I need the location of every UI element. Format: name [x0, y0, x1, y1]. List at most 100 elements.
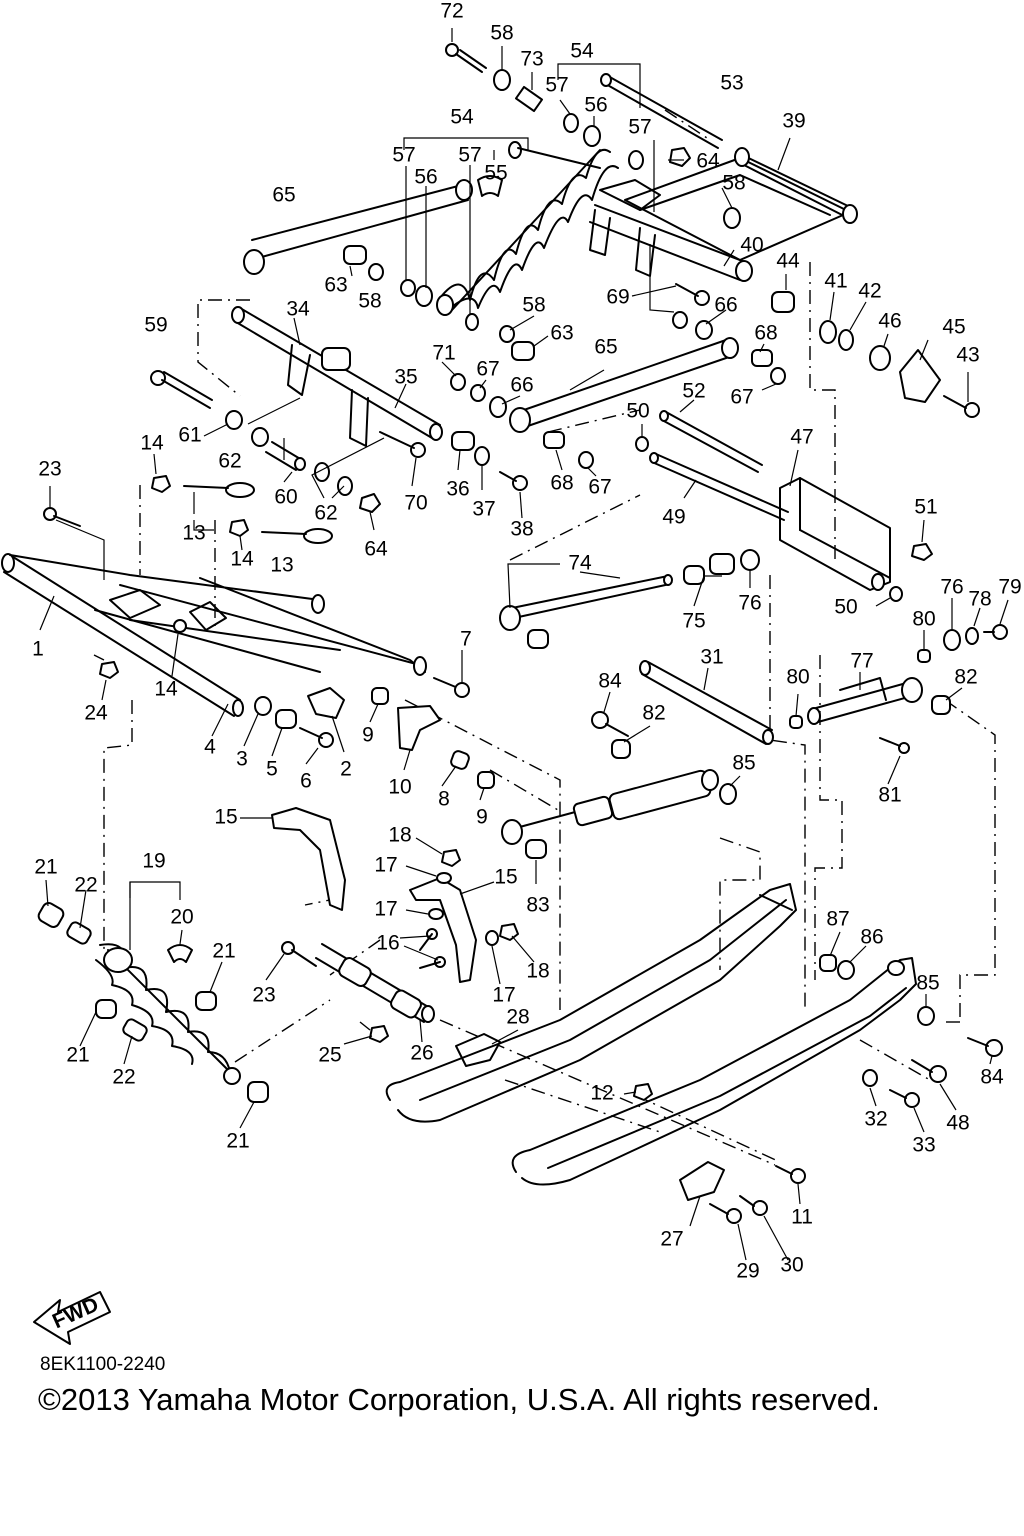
nut-12 [633, 1083, 653, 1101]
bolt-6 [299, 727, 334, 748]
spring-13-a [183, 482, 255, 498]
bolt-29 [709, 1203, 742, 1224]
washer-62-a [251, 427, 269, 447]
callout-label: 82 [954, 666, 977, 689]
callout-label: 84 [980, 1066, 1004, 1089]
bushing-21-b [95, 999, 117, 1019]
clip-27 [679, 1161, 725, 1201]
callout-label: 16 [376, 932, 399, 955]
callout-label: 34 [286, 298, 310, 321]
callout-label: 50 [834, 596, 857, 619]
nut-24 [99, 661, 119, 679]
link-65-upper [243, 179, 473, 275]
callout-label: 57 [545, 74, 568, 97]
link-65-lower [509, 337, 739, 433]
callout-label: 58 [490, 22, 513, 45]
callout-label: 14 [154, 678, 178, 701]
callout-label: 45 [942, 316, 965, 339]
callout-label: 67 [476, 358, 499, 381]
callout-label: 62 [218, 450, 241, 473]
washer-42 [838, 329, 854, 351]
callout-label: 64 [696, 150, 720, 173]
callout-label: 58 [722, 172, 745, 195]
callout-label: 87 [826, 908, 849, 931]
callout-label: 47 [790, 426, 813, 449]
washer-17-b [428, 908, 444, 920]
callout-label: 21 [34, 856, 57, 879]
diagram-code: 8EK1100-2240 [40, 1354, 166, 1375]
bolt-69 [675, 283, 710, 306]
washer-67-c [470, 384, 486, 402]
callout-label: 36 [446, 478, 469, 501]
callout-label: 58 [522, 294, 545, 317]
leader-lines [39, 28, 1009, 1261]
callout-label: 49 [662, 506, 685, 529]
callout-label: 73 [520, 48, 543, 71]
bolt-38 [499, 471, 528, 491]
callout-label: 84 [598, 670, 622, 693]
callout-label: 54 [450, 106, 474, 129]
callout-label: 81 [878, 784, 901, 807]
callout-label: 7 [460, 628, 472, 651]
washer-86 [837, 960, 855, 980]
callout-label: 2 [340, 758, 352, 781]
callout-label: 67 [730, 386, 753, 409]
bolt-23-top [43, 507, 81, 527]
bushing-63-low [511, 341, 535, 361]
bushing-36 [451, 431, 475, 451]
washer-50-low [889, 586, 903, 602]
nut-64-top [669, 147, 691, 167]
bushing-75-b [709, 553, 735, 575]
washer-17-c [485, 930, 499, 946]
collar-9-b [477, 771, 495, 789]
callout-label: 40 [740, 234, 763, 257]
callout-label: 72 [440, 0, 463, 23]
callout-label: 18 [388, 824, 411, 847]
callout-label: 12 [590, 1082, 613, 1105]
bolt-33 [889, 1089, 920, 1108]
strap-15-b [409, 877, 477, 983]
slide-rail-right [511, 957, 917, 1186]
washer-41 [819, 320, 837, 344]
tube-26 [315, 943, 435, 1023]
callout-label: 75 [682, 610, 705, 633]
callout-label: 39 [782, 110, 805, 133]
bolt-7 [433, 677, 470, 698]
callout-label: 78 [968, 588, 991, 611]
callout-label: 19 [142, 850, 165, 873]
callout-label: 56 [584, 94, 607, 117]
bolt-11 [775, 1165, 806, 1184]
rod-53 [600, 73, 723, 149]
callout-label: 38 [510, 518, 533, 541]
callout-label: 41 [824, 270, 847, 293]
bushing-56-left [415, 285, 433, 307]
washer-85-b [917, 1006, 935, 1026]
nut-87 [819, 954, 837, 972]
callout-label: 14 [140, 432, 164, 455]
bushing-63-upper [343, 245, 367, 265]
callout-label: 9 [476, 806, 488, 829]
bolt-59 [150, 370, 213, 409]
callout-label: 66 [510, 374, 533, 397]
pin-80-b [789, 715, 803, 729]
callout-label: 66 [714, 294, 737, 317]
washer-58-mid [368, 263, 384, 281]
callout-label: 83 [526, 894, 549, 917]
nut-18-a [441, 849, 461, 867]
callout-label: 22 [74, 874, 97, 897]
callout-label: 52 [682, 380, 705, 403]
shaft-34 [231, 306, 443, 447]
callout-label: 63 [550, 322, 573, 345]
washer-61 [225, 410, 243, 430]
spacer-68-b [543, 431, 565, 449]
callout-label: 65 [272, 184, 295, 207]
callout-label: 3 [236, 748, 248, 771]
callout-label: 10 [388, 776, 411, 799]
bolt-70 [379, 431, 426, 458]
arm-10 [397, 705, 441, 751]
callout-label: 64 [364, 538, 388, 561]
callout-label: 21 [212, 940, 235, 963]
washer-67-b [770, 367, 786, 385]
rod-74 [499, 574, 673, 631]
bushing-82-b [931, 695, 951, 715]
